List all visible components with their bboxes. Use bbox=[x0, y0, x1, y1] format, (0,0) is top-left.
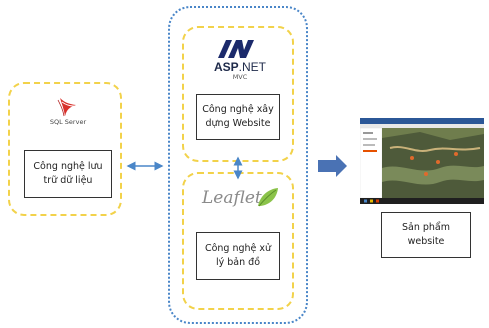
aspnet-logo-icon bbox=[218, 40, 254, 58]
website-screenshot-image bbox=[360, 118, 484, 204]
product-block-arrow bbox=[318, 155, 347, 177]
leaflet-logo-text: Leaflet bbox=[202, 188, 262, 208]
data-storage-box: Công nghệ lưu trữ dữ liệu bbox=[24, 150, 112, 198]
website-tech-box: Công nghệ xây dựng Website bbox=[196, 94, 280, 140]
sql-server-logo-icon bbox=[57, 98, 76, 117]
sql-server-group bbox=[8, 82, 122, 216]
product-website-box: Sản phẩm website bbox=[381, 212, 471, 258]
aspnet-logo-text: ASP.NET bbox=[213, 60, 267, 74]
aspnet-mvc-text: MVC bbox=[232, 73, 248, 81]
sql-server-logo-text: SQL Server bbox=[49, 118, 87, 126]
map-processing-box: Công nghệ xử lý bản đồ bbox=[196, 232, 280, 280]
leaf-icon bbox=[258, 188, 278, 207]
center-technology-group bbox=[168, 6, 308, 324]
